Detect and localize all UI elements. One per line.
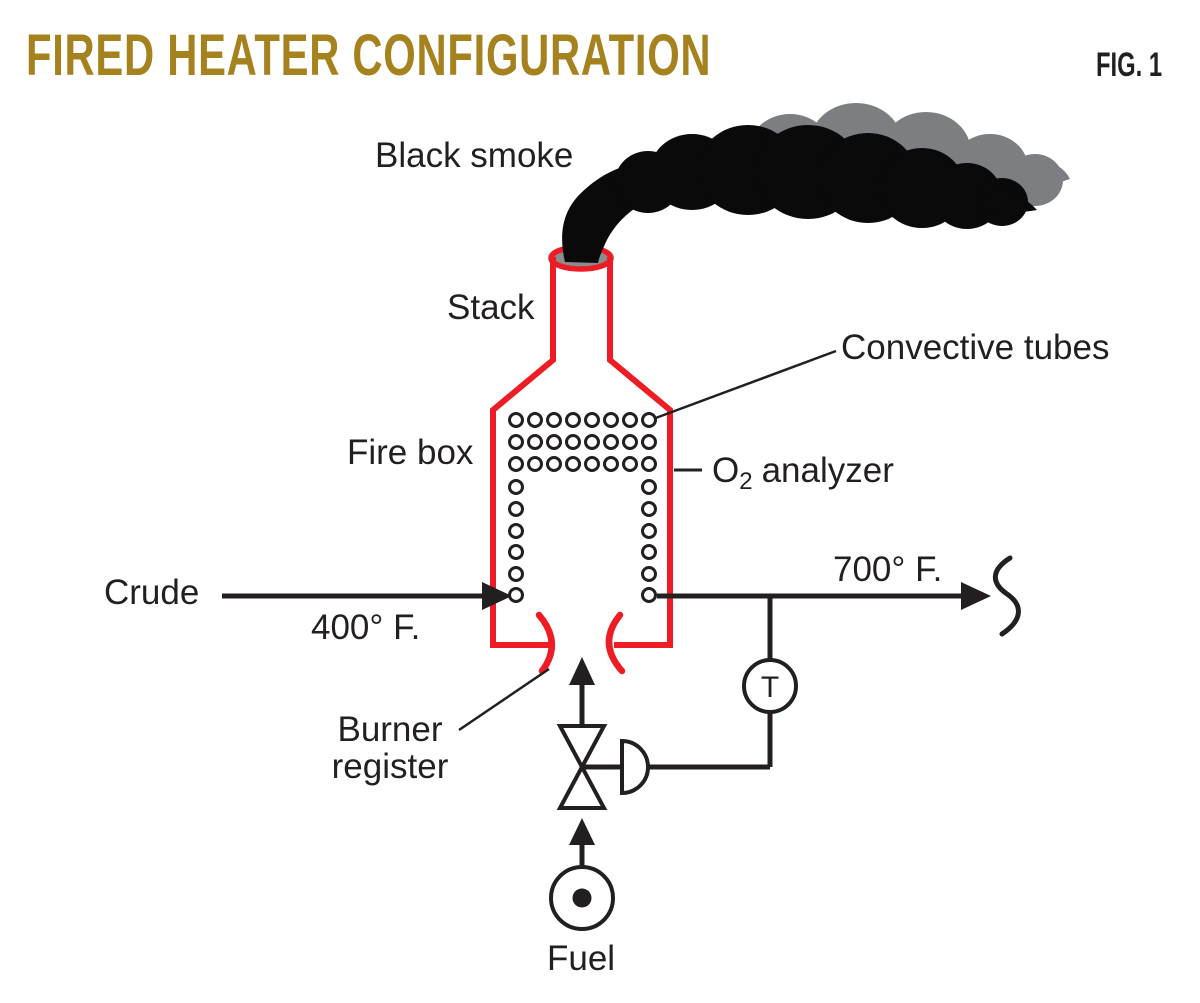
o2-analyzer-label: O2 analyzer [712, 451, 894, 495]
smoke-black-layer [562, 125, 1037, 263]
radiant-tube-columns [508, 479, 657, 603]
outlet-temperature-label: 700° F. [833, 550, 943, 589]
burner-register-vanes [535, 611, 626, 675]
crude-label: Crude [104, 573, 200, 612]
heater-right-wall [607, 257, 673, 648]
burner-register-label: Burner register [317, 711, 463, 785]
temperature-transmitter: T [742, 658, 798, 714]
pipe-break-icon [992, 555, 1021, 637]
black-smoke-label: Black smoke [375, 136, 574, 175]
convective-tubes-leader [652, 349, 837, 421]
outlet-arrowhead-icon [961, 582, 991, 610]
stack-label: Stack [447, 288, 535, 327]
burner-register-line1: Burner [337, 710, 443, 749]
inlet-temperature-label: 400° F. [311, 608, 421, 647]
burner-register-right-vane [605, 611, 626, 675]
fuel-arrowhead-mid-icon [569, 818, 595, 845]
valve-top-triangle [556, 724, 608, 772]
o2-subscript: 2 [739, 468, 753, 495]
fuel-arrowhead-top-icon [569, 657, 595, 685]
burner-register-line2: register [331, 747, 449, 787]
figure-number: FIG. 1 [1096, 46, 1163, 84]
convective-tubes-label: Convective tubes [841, 328, 1110, 367]
burner-register-left-vane [535, 611, 556, 675]
heater-left-wall [490, 257, 556, 648]
valve-actuator-icon [620, 738, 650, 796]
fuel-label: Fuel [547, 939, 616, 978]
temperature-transmitter-label: T [761, 671, 779, 704]
heater-outline [490, 257, 673, 648]
inlet-arrowhead-icon [482, 582, 512, 610]
control-signal-lines [582, 596, 773, 770]
o2-rest: analyzer [761, 451, 894, 490]
fuel-control-valve [556, 724, 650, 810]
burner-register-leader [458, 667, 550, 732]
page-title: FIRED HEATER CONFIGURATION [26, 23, 712, 88]
valve-bottom-triangle [556, 762, 608, 810]
fire-box-label: Fire box [347, 433, 474, 472]
fuel-instrument [549, 865, 615, 931]
convective-tube-bank [508, 412, 657, 472]
crude-inlet-line [222, 582, 512, 610]
fuel-line [569, 657, 595, 867]
fuel-instrument-dot-icon [572, 888, 592, 908]
crude-outlet-line [657, 555, 1021, 637]
o2-element: O [712, 451, 740, 490]
